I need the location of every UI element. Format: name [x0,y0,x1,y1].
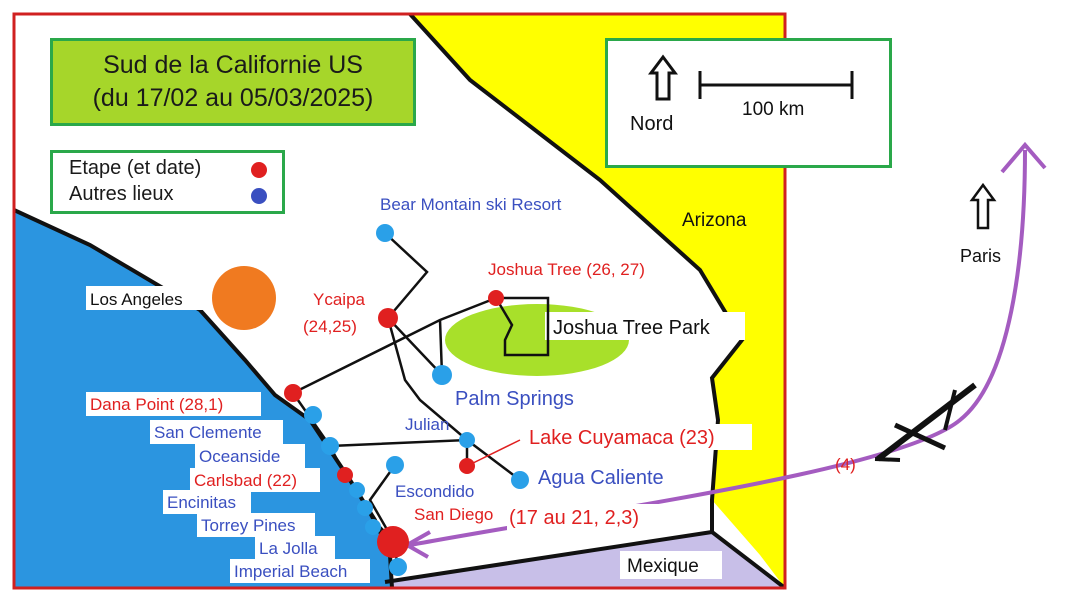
dot-encinitas [349,482,365,498]
park-label-bg [545,312,745,340]
dot-carlsbad [337,467,353,483]
north-arrow-icon [648,54,678,101]
label-san-clemente: San Clemente [154,423,262,442]
flight-leg-label: (4) [835,455,856,474]
label-dana-point: Dana Point (28,1) [90,395,223,414]
label-ycaipa: Ycaipa [313,290,366,309]
route-bear-ycaipa [384,232,429,319]
arizona-label: Arizona [682,210,747,231]
mexico-label-bg [620,551,722,579]
dot-bear [376,224,394,242]
paris-arrow-icon [969,182,997,230]
compass-scale-box: Nord 100 km [605,38,892,168]
dot-joshua-tree [488,290,504,306]
arizona-border [408,12,787,590]
airplane-icon [874,382,977,462]
label-la-jolla: La Jolla [259,539,318,558]
label-palm-springs: Palm Springs [455,388,574,410]
dot-lajolla [365,519,381,535]
label-torrey-pines: Torrey Pines [201,516,295,535]
route-escondido [368,464,397,541]
label-agua-caliente: Agua Caliente [538,467,664,489]
dot-ycaipa [378,308,398,328]
north-label: Nord [630,113,674,135]
los-angeles-circle [212,266,276,330]
sandiego-dates-bg [507,504,677,530]
dot-torrey [357,500,373,516]
title-line1: Sud de la Californie US [103,51,363,79]
route-dana-joshua [292,296,497,395]
paris-label: Paris [960,246,1001,266]
carlsbad-label-bg [190,468,320,492]
mexico-label: Mexique [627,556,699,577]
legend-stage-label: Etape (et date) [69,157,202,179]
dot-escondido [386,456,404,474]
map-title: Sud de la Californie US (du 17/02 au 05/… [50,38,416,126]
park-label: Joshua Tree Park [553,317,711,339]
label-imperial-beach: Imperial Beach [234,562,347,581]
dot-san-clemente [304,406,322,424]
dot-cuyamaca [459,458,475,474]
legend: Etape (et date) Autres lieux [50,150,285,214]
legend-other-dot [251,188,267,204]
sanclemente-label-bg [150,420,283,444]
label-san-diego-dates: (17 au 21, 2,3) [509,507,639,529]
flight-arrow-top [1000,141,1047,174]
sandiego-label-bg [411,502,501,526]
scale-label: 100 km [742,99,805,120]
dot-agua [511,471,529,489]
stage-places [284,290,504,558]
label-oceanside: Oceanside [199,447,280,466]
dot-palm-springs [432,365,452,385]
dot-dana-point [284,384,302,402]
label-san-diego: San Diego [414,505,493,524]
route-ycaipa-agua [386,317,521,481]
encinitas-label-bg [163,490,251,514]
la-label-bg [86,286,204,310]
legend-other-label: Autres lieux [69,183,174,205]
label-cuyamaca: Lake Cuyamaca (23) [529,427,715,449]
mexico-border [384,530,713,584]
label-carlsbad: Carlsbad (22) [194,471,297,490]
imperial-label-bg [230,559,370,583]
dot-oceanside [321,437,339,455]
dot-julian [459,432,475,448]
legend-stage-dot [251,162,267,178]
label-julian: Julian [405,415,449,434]
map-frame [12,12,787,590]
compass-scale-graphic [648,54,854,101]
other-places [304,224,529,576]
oceanside-label-bg [195,444,305,468]
torrey-label-bg [197,513,315,537]
label-joshua-tree: Joshua Tree (26, 27) [488,260,645,279]
dot-imperial [389,558,407,576]
dot-san-diego [377,526,409,558]
label-bear: Bear Montain ski Resort [380,195,562,214]
dana-label-bg [86,392,261,416]
lajolla-label-bg [255,536,335,560]
label-ycaipa-dates: (24,25) [303,317,357,336]
cuyamaca-label-bg [526,424,752,450]
label-escondido: Escondido [395,482,474,501]
route-joshua-loop [494,296,550,357]
title-line2: (du 17/02 au 05/03/2025) [92,84,374,112]
label-encinitas: Encinitas [167,493,236,512]
la-label: Los Angeles [90,290,183,309]
cuyamaca-connector [466,439,521,467]
